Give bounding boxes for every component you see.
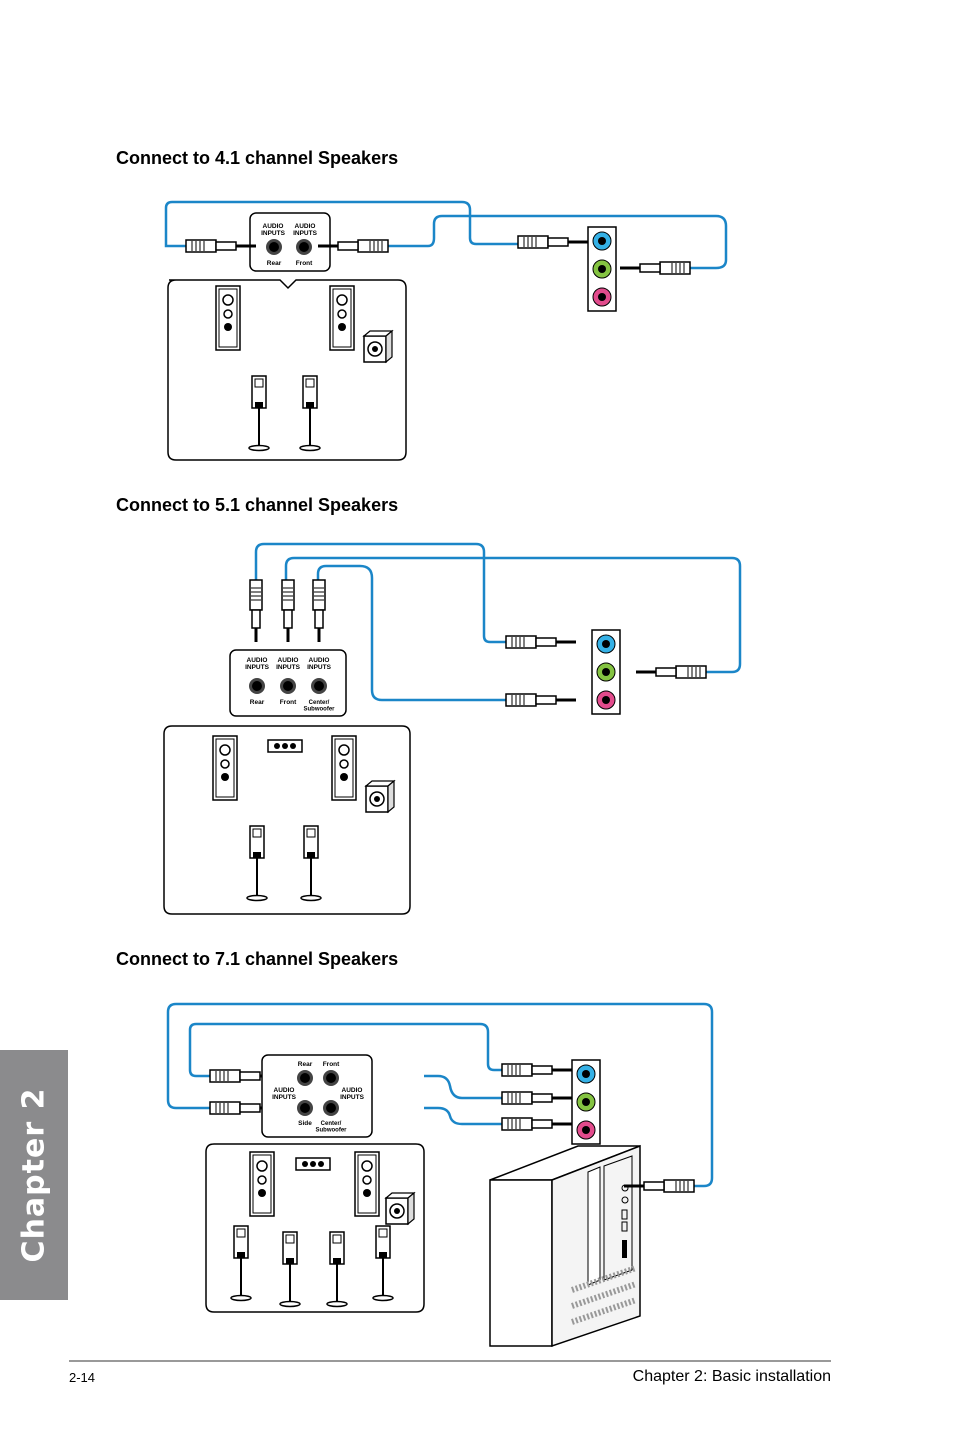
port-label-center: Center/Subwoofer <box>304 700 336 713</box>
speaker-frame <box>163 725 411 915</box>
input-jack-center <box>323 1100 339 1116</box>
tower-speaker-icon <box>212 735 238 801</box>
cable-rear <box>164 200 518 248</box>
section-heading-7-1: Connect to 7.1 channel Speakers <box>116 949 399 969</box>
port-label-rear: Rear <box>298 1061 313 1068</box>
subwoofer-icon <box>365 780 395 813</box>
audio-jack-panel <box>571 1059 601 1145</box>
input-jack-center <box>311 678 327 694</box>
port-label-front: Front <box>280 699 297 706</box>
section-heading-4-1: Connect to 4.1 channel Speakers <box>116 148 399 168</box>
speaker-frame <box>167 279 407 461</box>
cable-center <box>424 1106 502 1126</box>
port-label-rear: Rear <box>267 260 282 267</box>
port-label-side: Side <box>298 1120 312 1127</box>
input-jack-side <box>297 1100 313 1116</box>
input-jack-front <box>296 239 312 255</box>
plug-icon <box>500 1090 574 1106</box>
cable-front <box>284 556 742 674</box>
desktop-pc-icon <box>489 1144 641 1348</box>
plug-icon <box>618 260 692 276</box>
input-jack-rear <box>297 1070 313 1086</box>
plug-icon <box>311 578 327 644</box>
audio-jack-panel <box>591 629 621 715</box>
input-jack-rear <box>249 678 265 694</box>
plug-icon <box>280 578 296 644</box>
footer-rule <box>69 1360 831 1362</box>
plug-icon <box>504 634 578 650</box>
port-label-rear: Rear <box>250 699 265 706</box>
amp-input-panel <box>261 1054 373 1138</box>
section-heading-5-1: Connect to 5.1 channel Speakers <box>116 495 399 515</box>
input-jack-rear <box>266 239 282 255</box>
plug-icon <box>516 234 590 250</box>
tower-speaker-icon <box>331 735 357 801</box>
center-speaker-icon <box>295 1157 331 1171</box>
port-label-center: Center/Subwoofer <box>316 1121 348 1134</box>
plug-icon <box>500 1116 574 1132</box>
tower-speaker-icon <box>354 1151 380 1217</box>
plug-icon <box>500 1062 574 1078</box>
plug-icon <box>634 664 708 680</box>
subwoofer-icon <box>363 330 393 363</box>
footer-title: Chapter 2: Basic installation <box>632 1368 831 1385</box>
amp-input-panel <box>249 212 331 272</box>
subwoofer-icon <box>385 1192 415 1225</box>
cable-rear <box>188 1022 502 1078</box>
plug-icon <box>248 578 264 644</box>
input-jack-front <box>280 678 296 694</box>
page-number: 2-14 <box>69 1370 96 1385</box>
tower-speaker-icon <box>329 285 355 351</box>
chapter-tab: Chapter 2 <box>0 1050 68 1300</box>
center-speaker-icon <box>267 739 303 753</box>
chapter-tab-label: Chapter 2 <box>16 1087 52 1263</box>
audio-jack-panel <box>587 226 617 312</box>
plug-icon <box>504 692 578 708</box>
cable-rear <box>254 542 506 644</box>
cable-front <box>424 1074 502 1100</box>
input-jack-front <box>323 1070 339 1086</box>
cable-side <box>166 1002 714 1188</box>
tower-speaker-icon <box>249 1151 275 1217</box>
tower-speaker-icon <box>215 285 241 351</box>
port-label-front: Front <box>323 1061 340 1068</box>
plug-icon <box>184 238 258 254</box>
port-label-front: Front <box>296 260 313 267</box>
cable-center <box>316 564 506 702</box>
cable-front <box>388 214 728 270</box>
